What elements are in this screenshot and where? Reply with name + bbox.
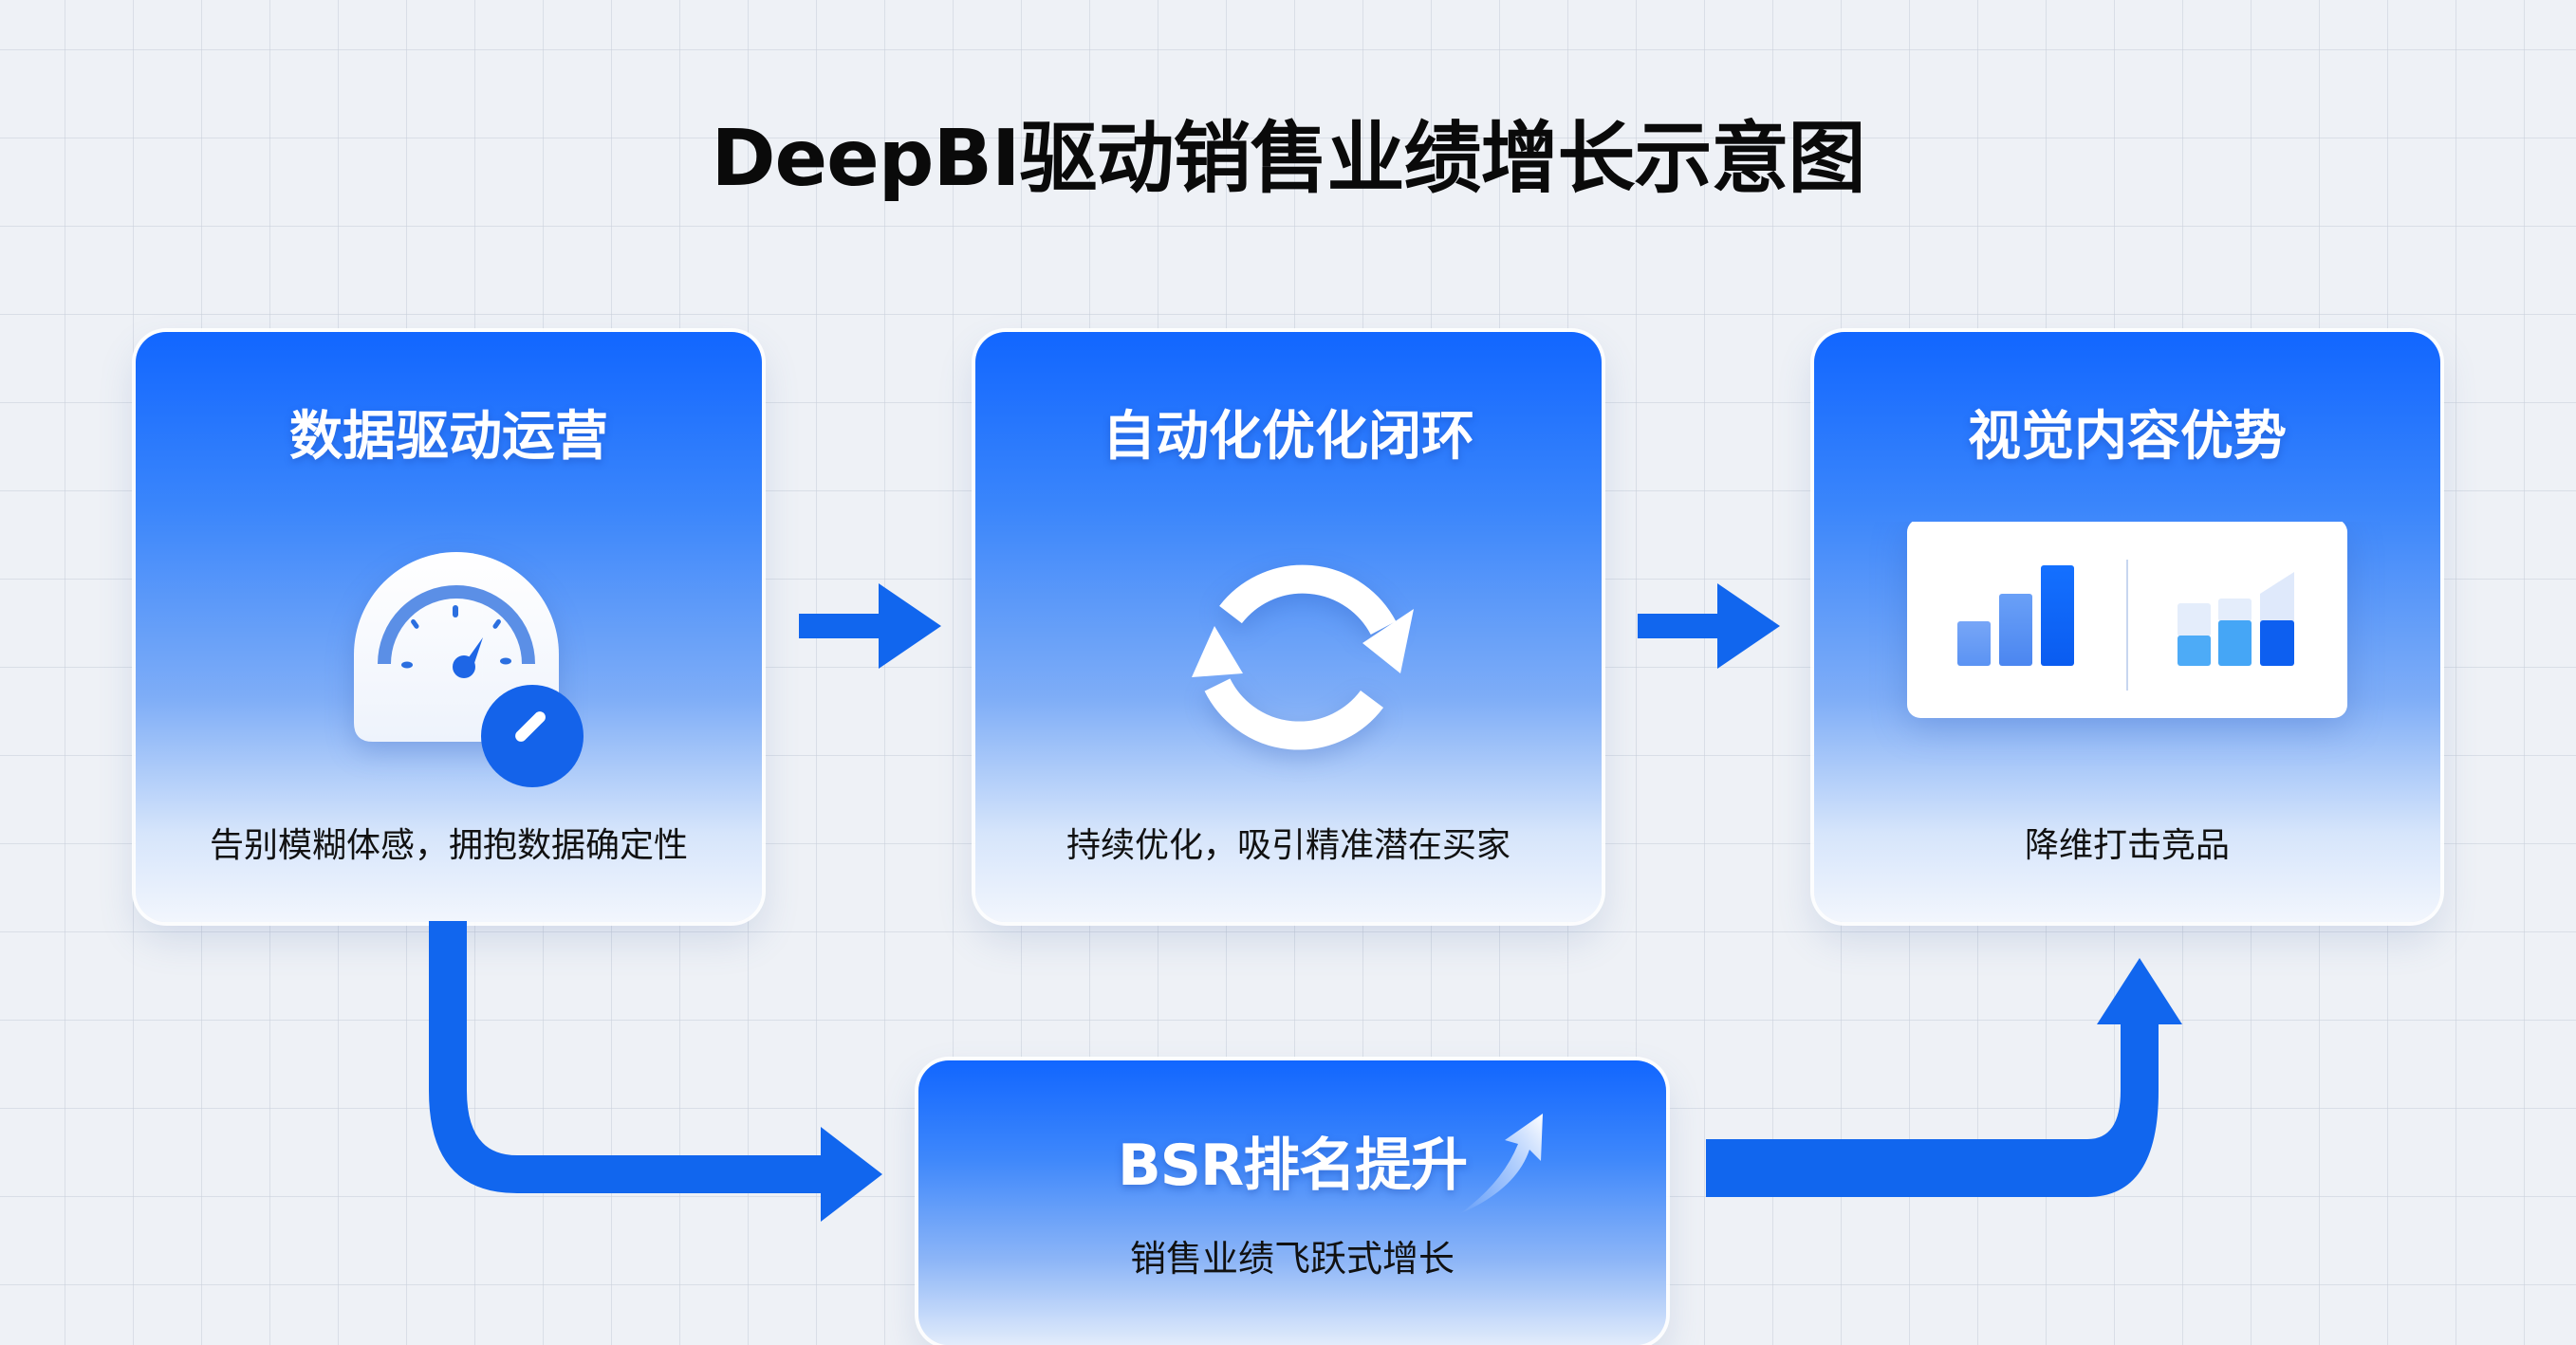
card-title: 视觉内容优势 [1968,406,2287,468]
card-description: 告别模糊体感，拥抱数据确定性 [209,826,688,865]
diagram-title: DeepBI驱动销售业绩增长示意图 [711,114,1865,204]
flow-arrow-right-up [1706,958,2182,1197]
card-data-driven-operations: 数据驱动运营 告别模糊体感，拥抱数据确定性 [136,332,762,922]
card-automation-loop: 自动化优化闭环 持续优化，吸引精准潜在买家 [975,332,1602,922]
speedometer-gauge-icon [354,552,584,787]
result-bsr-ranking: BSR排名提升 销售业绩飞跃式增长 [918,1060,1666,1345]
flow-arrow-right [799,583,941,669]
flow-arrow-right [1638,583,1780,669]
flow-arrow-down-right [429,921,882,1222]
bar-chart-comparison-icon [1907,522,2347,718]
card-visual-content-advantage: 视觉内容优势 降维打击竞品 [1814,332,2440,922]
result-title: BSR排名提升 [1118,1133,1468,1199]
refresh-cycle-icon [1192,564,1414,750]
trend-up-arrow-icon [1459,1114,1543,1214]
card-description: 降维打击竞品 [2024,826,2230,865]
result-description: 销售业绩飞跃式增长 [1129,1238,1455,1280]
card-title: 自动化优化闭环 [1103,406,1474,468]
card-title: 数据驱动运营 [289,406,608,468]
card-description: 持续优化，吸引精准潜在买家 [1066,826,1510,865]
